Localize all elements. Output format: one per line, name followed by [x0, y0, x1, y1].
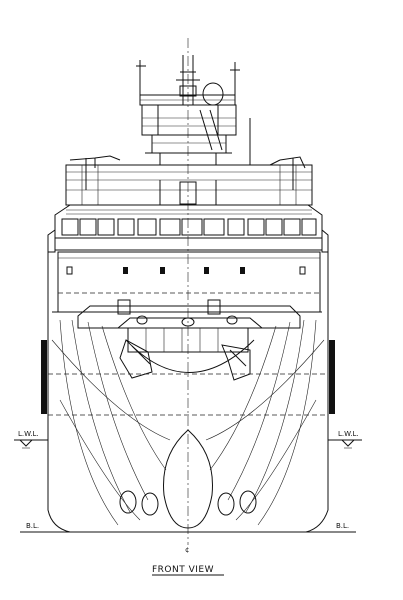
- deck-rails: [65, 155, 313, 206]
- baseline-left-label: B.L.: [26, 522, 39, 530]
- window-row: [61, 218, 317, 236]
- waterline-right-label: L.W.L.: [338, 430, 359, 438]
- mast: [136, 55, 251, 165]
- reference-lines: [48, 373, 328, 416]
- centerline-symbol: ¢: [185, 546, 189, 554]
- bridge-windows: [47, 204, 329, 253]
- fenders: [41, 340, 335, 414]
- hull: [47, 252, 329, 533]
- baseline-right-label: B.L.: [336, 522, 349, 530]
- upper-deckhouse: [141, 104, 237, 166]
- fore-superstructure: [57, 251, 321, 313]
- baseline: B.L. B.L.: [20, 522, 356, 533]
- view-title: FRONT VIEW: [152, 565, 214, 575]
- forecastle-deck: [77, 299, 301, 353]
- waterline-right: L.W.L.: [328, 430, 362, 449]
- waterline-left: L.W.L.: [14, 430, 48, 449]
- thruster-tunnels: [119, 490, 257, 516]
- waterline-left-label: L.W.L.: [18, 430, 39, 438]
- anchors: [119, 339, 255, 381]
